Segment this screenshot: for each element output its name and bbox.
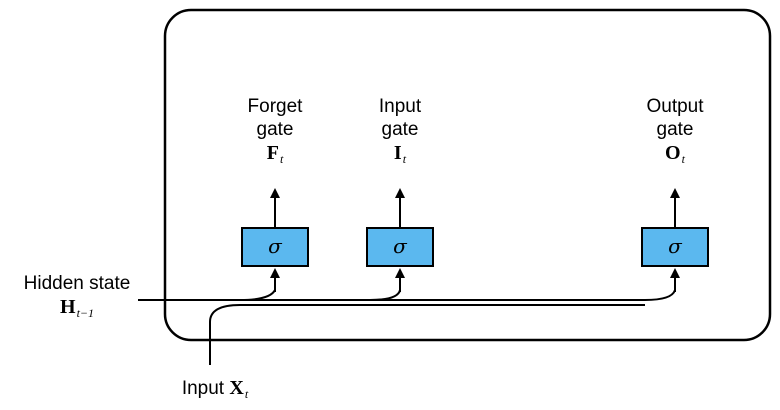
input-gate-box — [366, 227, 434, 267]
input-gate-subtitle: gate — [381, 119, 419, 140]
hidden-state-text: Hidden state — [23, 273, 131, 294]
input-gate-label: Input gate It — [350, 95, 450, 171]
input-symbol: X — [229, 377, 244, 399]
input-gate-symbol: It — [393, 142, 407, 166]
hidden-to-input-gate — [240, 289, 401, 301]
forget-gate-symbol: Ft — [266, 142, 284, 166]
input-gate-activation: σ — [393, 234, 407, 258]
input-gate-title: Input — [378, 96, 422, 117]
output-gate-symbol: Ot — [665, 142, 685, 166]
hidden-state-line — [138, 289, 276, 301]
forget-gate-subtitle: gate — [256, 119, 294, 140]
forget-gate-box — [241, 227, 309, 267]
hidden-state-label: Hidden state Ht−1 — [2, 272, 152, 325]
input-line — [209, 304, 370, 365]
forget-gate-title: Forget — [247, 96, 303, 117]
input-label: Input Xt — [160, 376, 270, 406]
input-subscript: t — [244, 387, 249, 401]
hidden-to-output-gate — [370, 289, 676, 301]
output-gate-activation: σ — [668, 234, 682, 258]
output-gate-subtitle: gate — [656, 119, 694, 140]
output-gate-label: Output gate Ot — [625, 95, 725, 171]
forget-gate-label: Forget gate Ft — [225, 95, 325, 171]
hidden-state-symbol: Ht−1 — [60, 296, 94, 320]
forget-gate-activation: σ — [268, 234, 282, 258]
output-gate-title: Output — [646, 96, 704, 117]
input-text: Input — [181, 378, 225, 399]
cell-container — [163, 8, 772, 342]
